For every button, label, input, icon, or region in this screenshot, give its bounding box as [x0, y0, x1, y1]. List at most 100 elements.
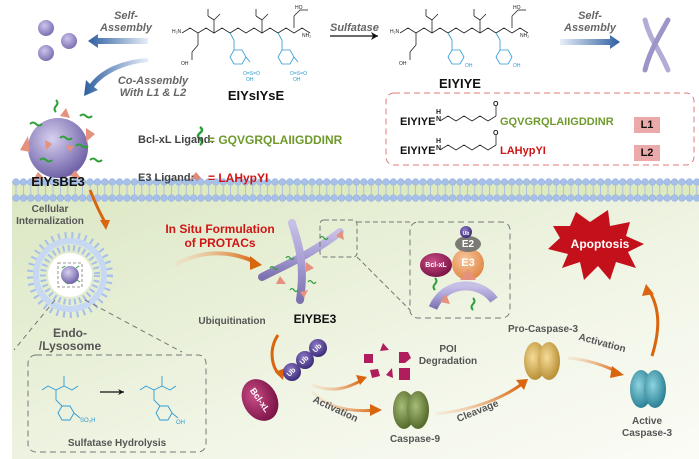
l1-prefix: EIYIYE [400, 116, 436, 128]
lipid-head [463, 178, 472, 186]
lipid-head [152, 178, 161, 186]
lipid-head [123, 178, 131, 186]
cell-membrane [12, 178, 699, 202]
lipid-head [493, 194, 501, 202]
lipid-head [330, 194, 338, 202]
self-assembly-left-label: Self- Assembly [100, 10, 152, 34]
lipid-head [619, 178, 627, 186]
tyrosine-oh-groups [447, 32, 513, 65]
svg-text:OH: OH [293, 77, 301, 83]
lipid-head [34, 178, 42, 186]
lipid-head [323, 178, 331, 186]
lipid-head [19, 194, 28, 202]
ligand-definition-box [385, 92, 695, 166]
apoptosis-burst [548, 210, 644, 280]
lipid-head [434, 178, 442, 186]
lipid-head [633, 178, 642, 186]
endosome-label: Endo- /Lysosome [38, 326, 102, 353]
active-caspase-3-label: Active Caspase-3 [621, 416, 673, 439]
lipid-head [382, 194, 390, 202]
lipid-head [582, 178, 590, 186]
lipid-head [389, 178, 398, 186]
lipid-head [604, 194, 612, 202]
lipid-head [434, 194, 442, 202]
lipid-head [641, 178, 649, 186]
svg-text:NH₂: NH₂ [520, 33, 529, 39]
svg-text:OH: OH [181, 61, 189, 67]
lipid-head [241, 194, 250, 202]
lipid-head [500, 178, 509, 186]
lipid-head [596, 178, 605, 186]
lipid-head [656, 178, 664, 186]
lipid-head [374, 194, 383, 202]
lipid-head [182, 194, 190, 202]
self-assembly-right-label: Self- Assembly [564, 10, 616, 34]
lipid-head [263, 178, 272, 186]
linker-chain-l1 [439, 106, 497, 122]
lipid-head [78, 178, 87, 186]
lipid-head [41, 178, 50, 186]
lipid-head [27, 178, 35, 186]
lipid-head [530, 178, 538, 186]
svg-text:N: N [436, 116, 441, 123]
cleavage-arrow [435, 382, 523, 416]
lipid-head [367, 194, 375, 202]
lipid-head [508, 194, 516, 202]
lipid-head [508, 178, 516, 186]
svg-text:HO: HO [513, 5, 521, 11]
lipid-head [367, 178, 375, 186]
lipid-head [574, 194, 583, 202]
peptide-eiyiye-name: EIYIYE [439, 76, 481, 91]
lipid-head [389, 194, 398, 202]
lipid-head [308, 178, 316, 186]
lipid-head [648, 194, 657, 202]
lipid-head [64, 194, 72, 202]
in-situ-arrow [173, 251, 256, 267]
lipid-head [397, 178, 405, 186]
lipid-head [678, 178, 686, 186]
lipid-head [374, 178, 383, 186]
apoptosis-arrow [648, 291, 660, 357]
lipid-head [397, 194, 405, 202]
ubiquitination-label: Ubiquitination [198, 316, 266, 327]
lipid-head [115, 194, 124, 202]
pro-caspase-3 [524, 342, 560, 380]
e2-label: E2 [461, 239, 475, 250]
lipid-head [12, 194, 20, 202]
lipid-head [337, 178, 346, 186]
peptide-eiysiyse-name: EIYsIYsE [227, 88, 285, 103]
lipid-head [175, 178, 183, 186]
zoom-guide-line-left [13, 299, 56, 351]
lipid-head [419, 178, 427, 186]
nanoparticle-name: EIYsBE3 [31, 174, 85, 189]
lipid-head [619, 194, 627, 202]
lipid-head [300, 194, 309, 202]
lipid-head [360, 194, 368, 202]
apoptosis-label: Apoptosis [570, 237, 630, 251]
lipid-head [441, 178, 449, 186]
lipid-head [589, 178, 597, 186]
l1-tag: L1 [640, 119, 654, 131]
lipid-head [574, 178, 583, 186]
lipid-head [293, 194, 301, 202]
ubiquitinated-bclxl [241, 339, 327, 421]
lipid-head [330, 178, 338, 186]
lipid-head [256, 178, 264, 186]
lipid-head [567, 178, 575, 186]
zoom-guide-line-right [84, 299, 183, 353]
co-assembly-arrow [84, 58, 148, 96]
e3-ligand-label: E3 Ligand: [138, 172, 195, 184]
lipid-head [448, 194, 457, 202]
tyrosine-sulfate-structure [41, 376, 81, 421]
lipid-head [315, 178, 324, 186]
tyrosine-structure [139, 376, 179, 421]
lipid-head [626, 194, 634, 202]
lipid-head [286, 178, 294, 186]
lipid-head [693, 178, 699, 186]
lipid-head [49, 194, 57, 202]
lipid-head [352, 178, 361, 186]
lipid-head [93, 178, 102, 186]
lipid-head [345, 178, 353, 186]
lipid-head [138, 194, 146, 202]
self-assembly-arrow-right [560, 35, 620, 49]
